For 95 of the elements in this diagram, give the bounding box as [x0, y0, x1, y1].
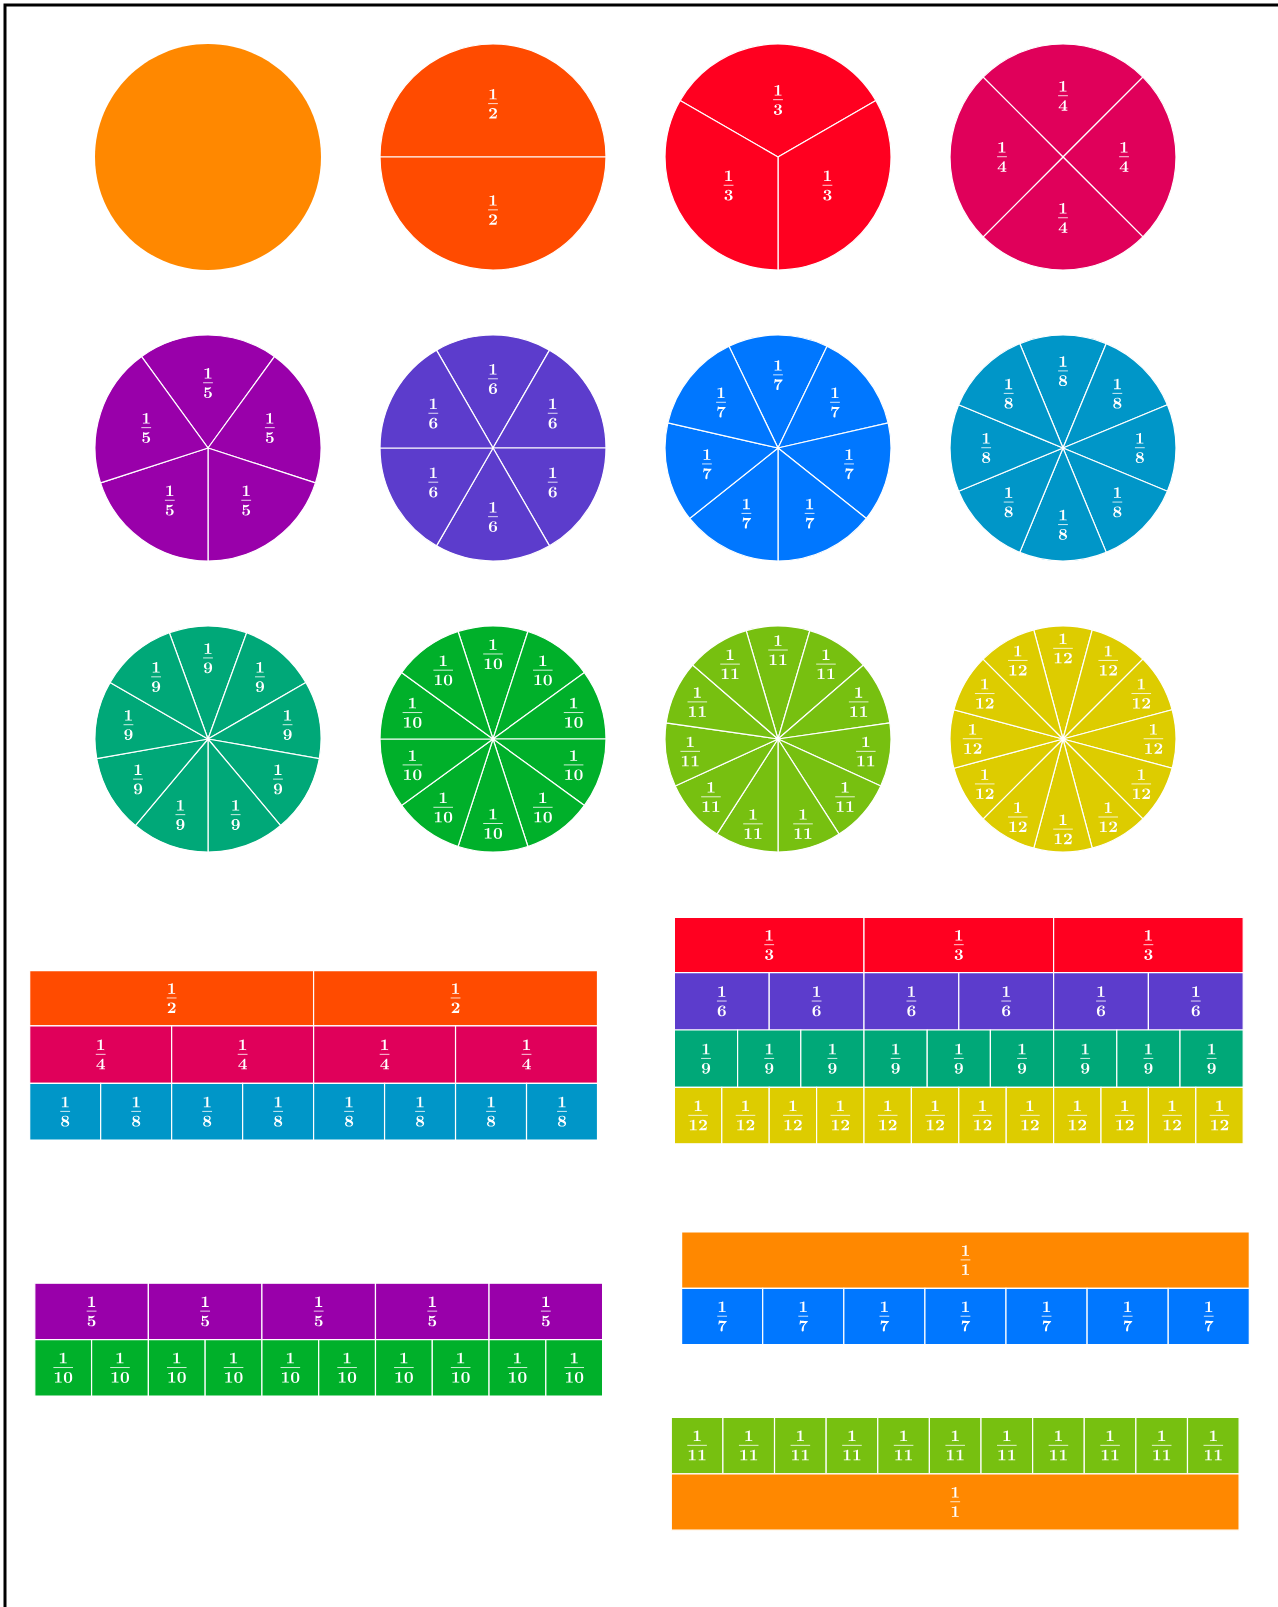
bar-segment: $\frac{1}{4}$ [171, 1025, 315, 1084]
bar-segment: $\frac{1}{8}$ [454, 1082, 528, 1141]
bar-segment: $\frac{1}{12}$ [721, 1086, 770, 1145]
bar-segment: $\frac{1}{8}$ [29, 1082, 102, 1141]
circle-sector: $\frac{1}{11}$ [745, 625, 811, 740]
bar-segment: $\frac{1}{11}$ [722, 1416, 776, 1475]
bar-segment: $\frac{1}{9}$ [926, 1029, 991, 1088]
bar-segment: $\frac{1}{8}$ [242, 1082, 315, 1141]
bar-segment: $\frac{1}{3}$ [863, 916, 1055, 974]
bar-segment: $\frac{1}{7}$ [1005, 1287, 1088, 1346]
bar-segment: $\frac{1}{7}$ [924, 1287, 1007, 1346]
bar-segment: $\frac{1}{2}$ [313, 970, 599, 1027]
bar-segment: $\frac{1}{4}$ [29, 1025, 173, 1084]
bar-segment: $\frac{1}{12}$ [958, 1086, 1007, 1145]
bar-segment: $\frac{1}{9}$ [989, 1029, 1055, 1088]
circle [95, 44, 321, 270]
bar-segment: $\frac{1}{11}$ [1135, 1416, 1189, 1475]
bar-segment: $\frac{1}{5}$ [374, 1282, 490, 1341]
bar-segment: $\frac{1}{9}$ [1179, 1029, 1244, 1088]
bar-segment: $\frac{1}{11}$ [1083, 1416, 1137, 1475]
circle-sector: $\frac{1}{10}$ [457, 625, 529, 740]
bar-segment: $\frac{1}{12}$ [768, 1086, 818, 1145]
bar-segment: $\frac{1}{4}$ [313, 1025, 457, 1084]
bar-segment: $\frac{1}{9}$ [863, 1029, 928, 1088]
bar-segment: $\frac{1}{7}$ [681, 1287, 764, 1346]
bar-segment: $\frac{1}{4}$ [454, 1025, 599, 1084]
bar-segment: $\frac{1}{11}$ [1186, 1416, 1240, 1475]
bar-segment: $\frac{1}{12}$ [816, 1086, 865, 1145]
bar-segment: $\frac{1}{5}$ [147, 1282, 263, 1341]
bar-segment: $\frac{1}{10}$ [204, 1339, 263, 1397]
bar-segment: $\frac{1}{10}$ [545, 1339, 604, 1397]
bar-segment: $\frac{1}{7}$ [843, 1287, 926, 1346]
bar-segment: $\frac{1}{6}$ [1053, 972, 1149, 1031]
bar-segment: $\frac{1}{11}$ [980, 1416, 1034, 1475]
circle-sector: $\frac{1}{8}$ [1019, 447, 1107, 562]
circle-sector: $\frac{1}{5}$ [207, 447, 317, 562]
bar-segment: $\frac{1}{6}$ [768, 972, 865, 1031]
bar-segment: $\frac{1}{10}$ [261, 1339, 320, 1397]
bar-segment: $\frac{1}{6}$ [673, 972, 770, 1031]
bar-segment: $\frac{1}{10}$ [91, 1339, 149, 1397]
bar-segment: $\frac{1}{10}$ [488, 1339, 547, 1397]
bar-segment: $\frac{1}{7}$ [1086, 1287, 1169, 1346]
bar-segment: $\frac{1}{12}$ [1147, 1086, 1197, 1145]
bar-segment: $\frac{1}{5}$ [34, 1282, 149, 1341]
bar-segment: $\frac{1}{3}$ [673, 916, 865, 974]
bar-segment: $\frac{1}{10}$ [431, 1339, 490, 1397]
bar-segment: $\frac{1}{1}$ [670, 1473, 1240, 1531]
bar-segment: $\frac{1}{6}$ [1147, 972, 1244, 1031]
bar-segment: $\frac{1}{12}$ [673, 1086, 723, 1145]
bar-segment: $\frac{1}{12}$ [1005, 1086, 1055, 1145]
bar-segment: $\frac{1}{8}$ [313, 1082, 386, 1141]
bar-segment: $\frac{1}{11}$ [670, 1416, 724, 1475]
bar-segment: $\frac{1}{5}$ [261, 1282, 377, 1341]
bar-segment: $\frac{1}{12}$ [910, 1086, 960, 1145]
circle-sector: $\frac{1}{3}$ [679, 43, 877, 158]
bar-segment: $\frac{1}{11}$ [1032, 1416, 1085, 1475]
bar-segment: $\frac{1}{8}$ [525, 1082, 599, 1141]
circle-sector: $\frac{1}{12}$ [1062, 709, 1177, 769]
bar-segment: $\frac{1}{1}$ [681, 1231, 1250, 1289]
bar-segment: $\frac{1}{11}$ [877, 1416, 930, 1475]
bar-segment: $\frac{1}{6}$ [863, 972, 960, 1031]
bar-segment: $\frac{1}{8}$ [383, 1082, 457, 1141]
bar-segment: $\frac{1}{12}$ [1053, 1086, 1102, 1145]
circle-sector: $\frac{1}{2}$ [379, 156, 607, 271]
bar-segment: $\frac{1}{6}$ [958, 972, 1055, 1031]
circle-sector: $\frac{1}{5}$ [99, 447, 209, 562]
bar-segment: $\frac{1}{12}$ [1100, 1086, 1149, 1145]
bar-segment: $\frac{1}{9}$ [1053, 1029, 1118, 1088]
bar-segment: $\frac{1}{12}$ [863, 1086, 912, 1145]
bar-segment: $\frac{1}{7}$ [762, 1287, 845, 1346]
circle-sector: $\frac{1}{7}$ [728, 334, 828, 449]
bar-segment: $\frac{1}{12}$ [1195, 1086, 1244, 1145]
bar-segment: $\frac{1}{2}$ [29, 970, 315, 1027]
bar-segment: $\frac{1}{9}$ [1116, 1029, 1181, 1088]
bar-segment: $\frac{1}{10}$ [34, 1339, 93, 1397]
bar-segment: $\frac{1}{3}$ [1053, 916, 1244, 974]
circle-sector: $\frac{1}{12}$ [1033, 738, 1093, 853]
circle-sector: $\frac{1}{8}$ [1019, 334, 1107, 449]
bar-segment: $\frac{1}{10}$ [374, 1339, 433, 1397]
bar-segment: $\frac{1}{9}$ [673, 1029, 739, 1088]
bar-segment: $\frac{1}{10}$ [318, 1339, 377, 1397]
bar-segment: $\frac{1}{7}$ [1167, 1287, 1250, 1346]
bar-segment: $\frac{1}{11}$ [928, 1416, 982, 1475]
circle-sector: $\frac{1}{2}$ [379, 43, 607, 158]
bar-segment: $\frac{1}{10}$ [147, 1339, 206, 1397]
bar-segment: $\frac{1}{9}$ [800, 1029, 865, 1088]
bar-segment: $\frac{1}{11}$ [825, 1416, 879, 1475]
bar-segment: $\frac{1}{5}$ [488, 1282, 604, 1341]
bar-segment: $\frac{1}{11}$ [773, 1416, 827, 1475]
circle-sector: $\frac{1}{9}$ [168, 625, 248, 740]
bar-segment: $\frac{1}{9}$ [737, 1029, 802, 1088]
circle-sector: $\frac{1}{10}$ [457, 738, 529, 853]
bar-segment: $\frac{1}{8}$ [100, 1082, 173, 1141]
circle-sector: $\frac{1}{12}$ [949, 709, 1064, 769]
bar-segment: $\frac{1}{8}$ [171, 1082, 244, 1141]
